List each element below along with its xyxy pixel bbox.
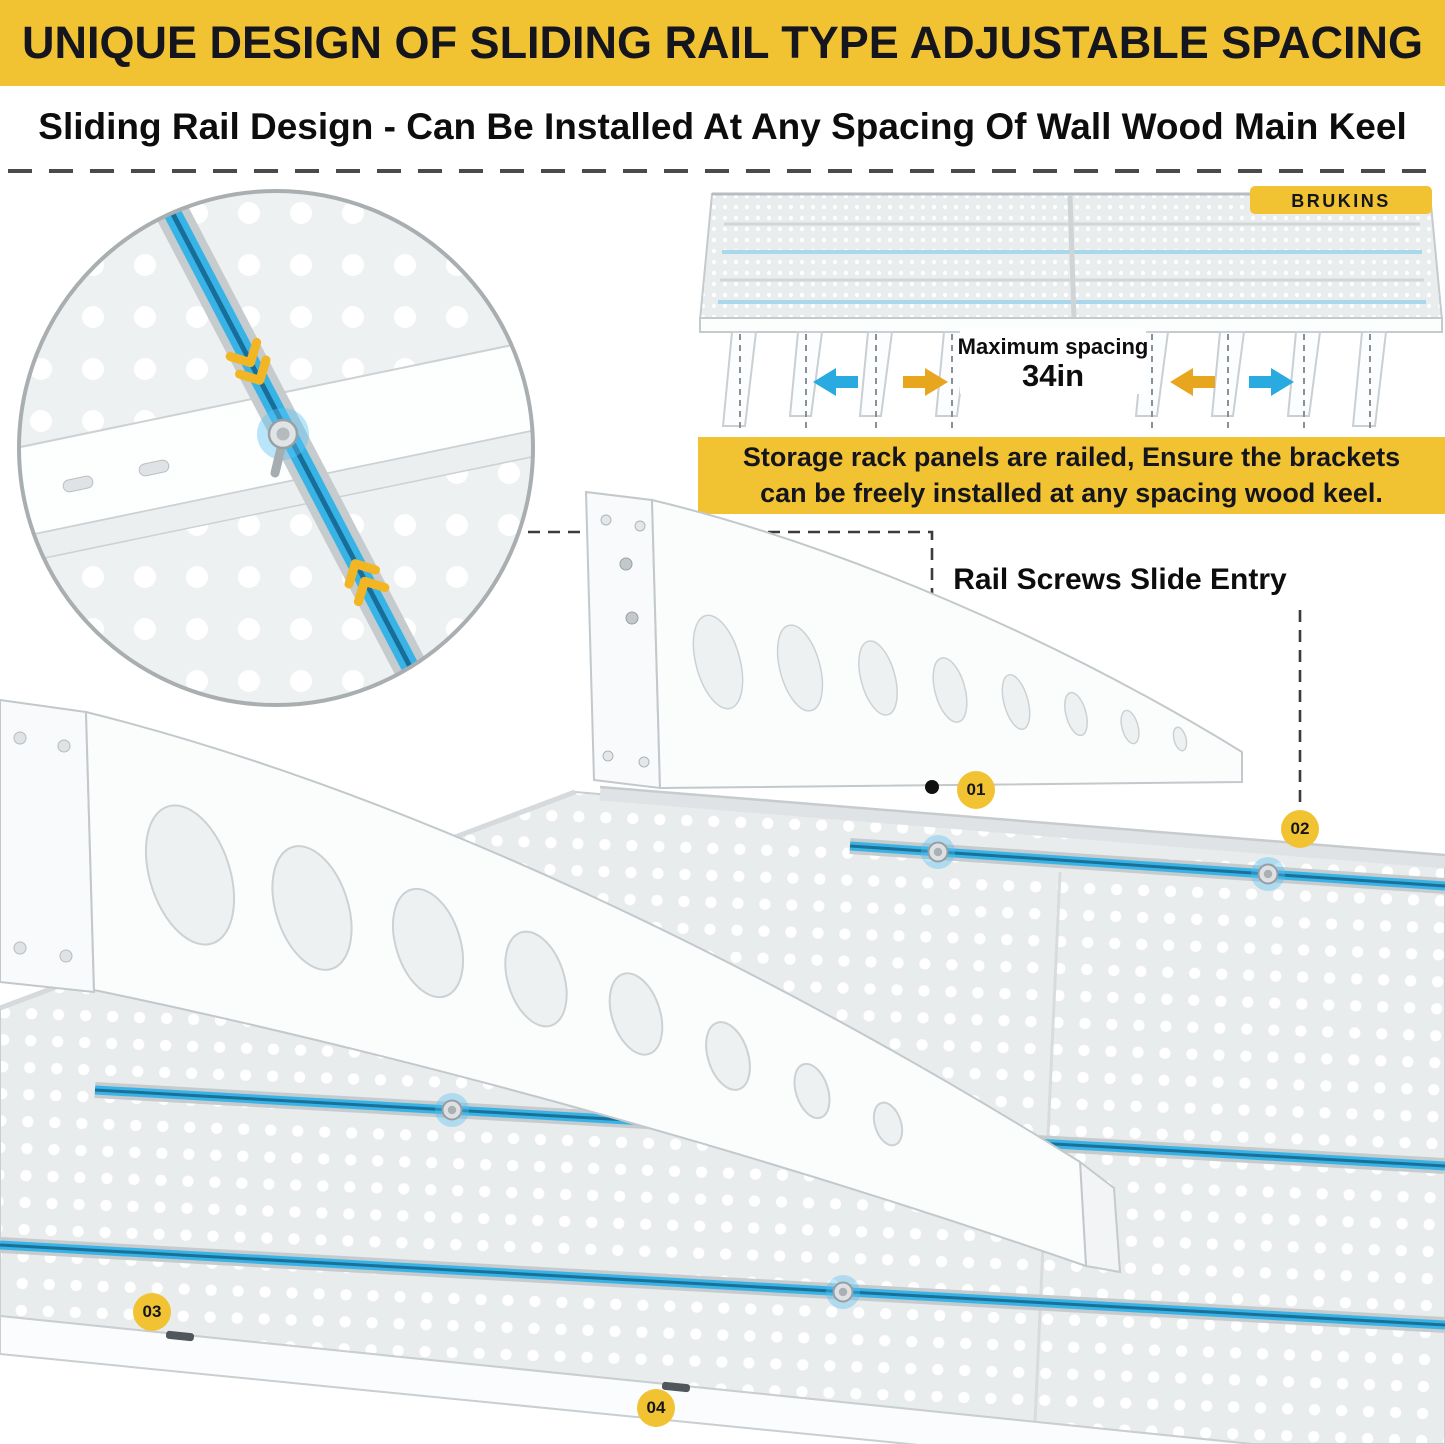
zoom-circle-border [17,189,535,707]
yellow-left-arrow [1170,368,1215,396]
note-line2: can be freely installed at any spacing w… [760,477,1383,508]
zoom-detail-illustration [17,189,535,707]
badge-03: 03 [133,1293,171,1331]
slide-rail-3 [0,1237,1445,1333]
bracket-cutouts [692,614,1188,752]
rail-screw-detail [257,408,309,478]
panel-front-edge [0,1314,1253,1444]
max-spacing-value: 34in [1022,358,1084,393]
badge-04: 04 [637,1389,675,1427]
slide-rail-detail [137,191,454,705]
subtitle: Sliding Rail Design - Can Be Installed A… [38,106,1407,147]
header-banner: UNIQUE DESIGN OF SLIDING RAIL TYPE ADJUS… [0,0,1445,86]
rack-illustration [0,490,1445,1444]
wall-rack-render: Maximum spacing 34in BRUKINS [698,186,1444,432]
slide-direction-chevrons [225,337,271,385]
badge-01: 01 [957,771,995,809]
slide-direction-chevrons [344,559,390,607]
beam-slot [138,459,170,477]
panel-back-flange [599,787,1445,869]
blue-right-arrow [1249,368,1294,396]
note-line1: Storage rack panels are railed, Ensure t… [742,441,1401,472]
back-bracket [584,490,1243,790]
shelf-center-divider [1067,195,1077,319]
panel-beam-flange [19,427,533,567]
yellow-right-arrow [903,368,948,396]
brand-logo-box [1250,186,1432,214]
spacing-guide-lines [739,334,1371,432]
dashed-divider [8,169,1437,173]
blue-left-arrow [813,368,858,396]
callout-dot [925,780,939,794]
max-spacing-box [960,328,1146,394]
slide-rail-1 [849,835,1445,894]
page-title: UNIQUE DESIGN OF SLIDING RAIL TYPE ADJUS… [22,17,1423,68]
rail-entry-slot [661,1381,691,1393]
brand-logo: BRUKINS [1291,191,1391,211]
beam-slot [62,475,94,493]
bracket-cutouts [144,804,904,1147]
detail-zoom-circle [16,188,536,708]
note-banner: Storage rack panels are railed, Ensure t… [698,437,1445,514]
rail-entry-slot [165,1330,195,1342]
max-spacing-label: Maximum spacing [958,334,1149,359]
badge-02: 02 [1281,810,1319,848]
front-bracket [0,698,1122,1274]
rail-entry-label: Rail Screws Slide Entry [953,563,1287,596]
